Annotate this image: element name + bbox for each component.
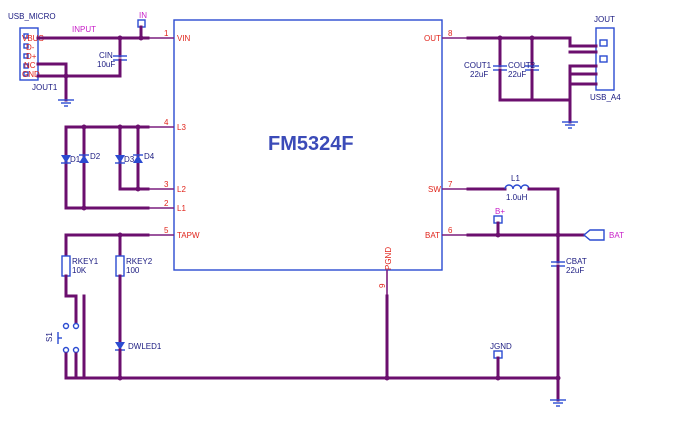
usb-pad-1 <box>23 33 29 39</box>
led-d4 <box>133 154 143 163</box>
pin-num-4: 4 <box>164 118 169 127</box>
pin-num-2: 2 <box>164 199 169 208</box>
rkey2-value: 100 <box>126 266 140 275</box>
usb-pin-nc: NC <box>24 61 36 70</box>
usb-pad-4 <box>23 63 29 69</box>
cout1-value: 22uF <box>470 70 488 79</box>
usb-pad-3 <box>23 53 29 59</box>
pin-num-9: 9 <box>378 283 387 288</box>
usb-pin-gnd: GND <box>22 70 40 79</box>
led-d3-ref: D3 <box>124 155 135 164</box>
pin-name-l3: L3 <box>177 123 186 132</box>
tp-bplus-label: B+ <box>495 207 505 216</box>
ground-symbol-usb <box>58 99 74 107</box>
cin-value: 10uF <box>97 60 115 69</box>
junction-gnd-cbat <box>555 375 561 381</box>
pin-name-bat: BAT <box>425 231 440 240</box>
junction-cin <box>117 35 123 41</box>
cout2-value: 22uF <box>508 70 526 79</box>
dwled-ref: DWLED1 <box>128 342 162 351</box>
net-label-bat: BAT <box>609 231 624 240</box>
jout-ref: JOUT <box>594 15 615 24</box>
junction-d4-top <box>135 124 141 130</box>
usb-pad-2 <box>23 43 29 49</box>
led-d1-ref: D1 <box>70 155 81 164</box>
pin-num-8: 8 <box>448 29 453 38</box>
pin-name-l2: L2 <box>177 185 186 194</box>
pin-name-out: OUT <box>424 34 441 43</box>
junction-d2-bot <box>81 205 87 211</box>
usb-micro-ref: USB_MICRO <box>8 12 56 21</box>
usb-pad-5 <box>23 71 29 77</box>
ic-name: FM5324F <box>268 133 354 155</box>
usb-pin-dplus: D+ <box>26 52 37 61</box>
junction-gnd-dwled <box>117 375 123 381</box>
jout-pad-1 <box>599 39 608 47</box>
s1-ref: S1 <box>45 332 54 342</box>
junction-d4-bot <box>135 186 141 192</box>
pin-name-tapw: TAPW <box>177 231 200 240</box>
jout-name: USB_A4 <box>590 93 621 102</box>
led-d4-ref: D4 <box>144 152 155 161</box>
led-d3 <box>115 155 125 164</box>
wire-jout-vbus <box>568 36 598 48</box>
junction-tp-in <box>138 35 144 41</box>
wire-l1-out <box>527 187 560 237</box>
cbat-value: 22uF <box>566 266 584 275</box>
led-d2 <box>79 154 89 163</box>
net-label-input: INPUT <box>72 25 96 34</box>
inductor-l1 <box>504 184 530 190</box>
junction-d3-top <box>117 124 123 130</box>
pin-num-6: 6 <box>448 226 453 235</box>
cout1-ref: COUT1 <box>464 61 492 70</box>
wire-nc <box>36 62 68 78</box>
pin-num-1: 1 <box>164 29 169 38</box>
pin-num-5: 5 <box>164 226 169 235</box>
cout2-ref: COUT2 <box>508 61 536 70</box>
ground-symbol-out <box>562 121 578 129</box>
bat-port <box>582 229 605 241</box>
led-d1 <box>61 155 71 164</box>
rkey2-body <box>115 255 125 277</box>
ic-body <box>173 19 443 271</box>
pin-num-7: 7 <box>448 180 453 189</box>
rkey2-ref: RKEY2 <box>126 257 153 266</box>
usb-pin-vbus: VBUS <box>22 34 44 43</box>
pin-name-vin: VIN <box>177 34 191 43</box>
rkey1-body <box>61 255 71 277</box>
switch-s1 <box>57 294 80 380</box>
usb-pin-dminus: D- <box>26 43 35 52</box>
pin-name-pgnd: PGND <box>384 247 393 270</box>
cbat-ref: CBAT <box>566 257 587 266</box>
l1-value: 1.0uH <box>506 193 528 202</box>
rkey1-ref: RKEY1 <box>72 257 99 266</box>
pin-num-3: 3 <box>164 180 169 189</box>
l1-ref: L1 <box>511 174 520 183</box>
pin-name-l1: L1 <box>177 204 186 213</box>
cin-ref: CIN <box>99 51 113 60</box>
usb-micro-name: JOUT1 <box>32 83 58 92</box>
rkey1-value: 10K <box>72 266 87 275</box>
tp-in-label: IN <box>139 11 147 20</box>
jout-pad-2 <box>599 55 608 63</box>
tp-jgnd-label: JGND <box>490 342 512 351</box>
junction-d2-top <box>81 124 87 130</box>
wire-l1 <box>64 125 150 210</box>
ground-symbol-main <box>550 399 566 407</box>
led-d2-ref: D2 <box>90 152 101 161</box>
pin-name-sw: SW <box>428 185 441 194</box>
